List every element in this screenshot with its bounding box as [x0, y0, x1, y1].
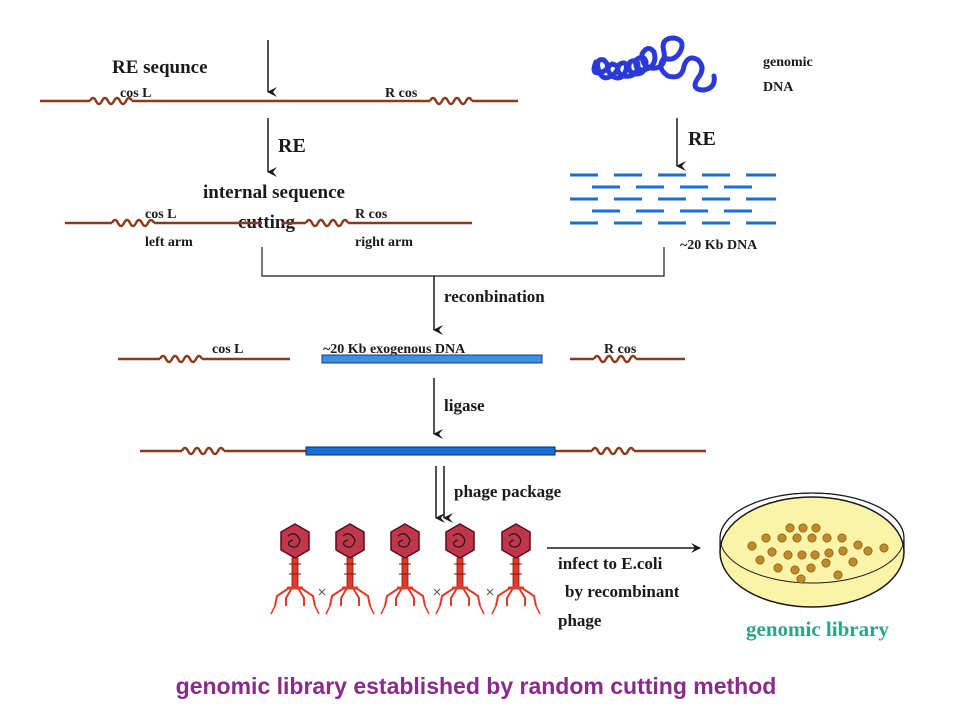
colony — [837, 533, 847, 543]
left-arm-label: left arm — [145, 235, 193, 250]
r-cos-mid-label: R cos — [604, 342, 637, 357]
internal-sequence-label: internal sequence — [203, 182, 345, 203]
vector-dna-top — [40, 96, 518, 106]
phage-icon — [380, 523, 430, 615]
infect-label-2: by recombinant — [565, 582, 680, 601]
colony — [848, 557, 858, 567]
colony — [767, 547, 777, 557]
r-cos-arm-label: R cos — [355, 207, 388, 222]
colony — [798, 523, 808, 533]
infect-label-3: phage — [558, 611, 602, 630]
phage-debris — [318, 588, 326, 596]
colony — [783, 550, 793, 560]
colony — [824, 548, 834, 558]
colony — [810, 550, 820, 560]
infect-label-1: infect to E.coli — [558, 554, 663, 573]
colony — [807, 533, 817, 543]
phage-icon — [435, 523, 485, 615]
cos-l-arm-label: cos L — [145, 207, 177, 222]
left-arm-dna — [65, 218, 262, 228]
colony — [853, 540, 863, 550]
re-right-label: RE — [688, 128, 716, 150]
exogenous-dna-label: ~20 Kb exogenous DNA — [323, 342, 466, 357]
footer-title: genomic library established by random cu… — [176, 673, 777, 699]
recombined-left-arm — [118, 354, 290, 364]
genomic-dna-blob — [591, 35, 717, 93]
colony — [785, 523, 795, 533]
ligated-construct — [140, 446, 706, 456]
colony — [821, 558, 831, 568]
genomic-dna-label-2: DNA — [763, 80, 794, 95]
re-left-label: RE — [278, 135, 306, 157]
dna-fragments — [570, 173, 776, 225]
colony — [863, 546, 873, 556]
reconbination-label: reconbination — [444, 287, 545, 306]
cos-l-top-label: cos L — [120, 86, 152, 101]
genomic-library-label: genomic library — [746, 617, 889, 641]
petri-dish — [719, 492, 905, 608]
colony — [761, 533, 771, 543]
phage-debris — [486, 588, 494, 596]
colony — [879, 543, 889, 553]
colony — [747, 541, 757, 551]
colony — [806, 563, 816, 573]
phage-group — [270, 523, 541, 615]
kb-dna-label: ~20 Kb DNA — [680, 238, 758, 253]
colony — [792, 533, 802, 543]
colony — [790, 565, 800, 575]
recombined-right-arm — [570, 354, 685, 364]
colony — [797, 550, 807, 560]
colony — [773, 563, 783, 573]
ligase-label: ligase — [444, 396, 485, 415]
re-sequence-label: RE sequnce — [112, 57, 208, 78]
colony — [777, 533, 787, 543]
right-arm-dna — [282, 218, 472, 228]
cos-l-mid-label: cos L — [212, 342, 244, 357]
colony — [822, 533, 832, 543]
colony — [796, 574, 806, 584]
cutting-label: cutting — [238, 212, 296, 233]
right-arm-label: right arm — [355, 235, 413, 250]
phage-debris — [433, 588, 441, 596]
genomic-dna-label-1: genomic — [763, 55, 813, 70]
recombination-bracket — [261, 247, 665, 277]
phage-icon — [491, 523, 541, 615]
colonies — [747, 523, 889, 584]
r-cos-top-label: R cos — [385, 86, 418, 101]
phage-package-label: phage package — [454, 482, 562, 501]
colony — [811, 523, 821, 533]
colony — [838, 546, 848, 556]
colony — [755, 555, 765, 565]
exogenous-dna-insert — [321, 354, 543, 364]
phage-icon — [270, 523, 320, 615]
colony — [833, 570, 843, 580]
phage-icon — [325, 523, 375, 615]
